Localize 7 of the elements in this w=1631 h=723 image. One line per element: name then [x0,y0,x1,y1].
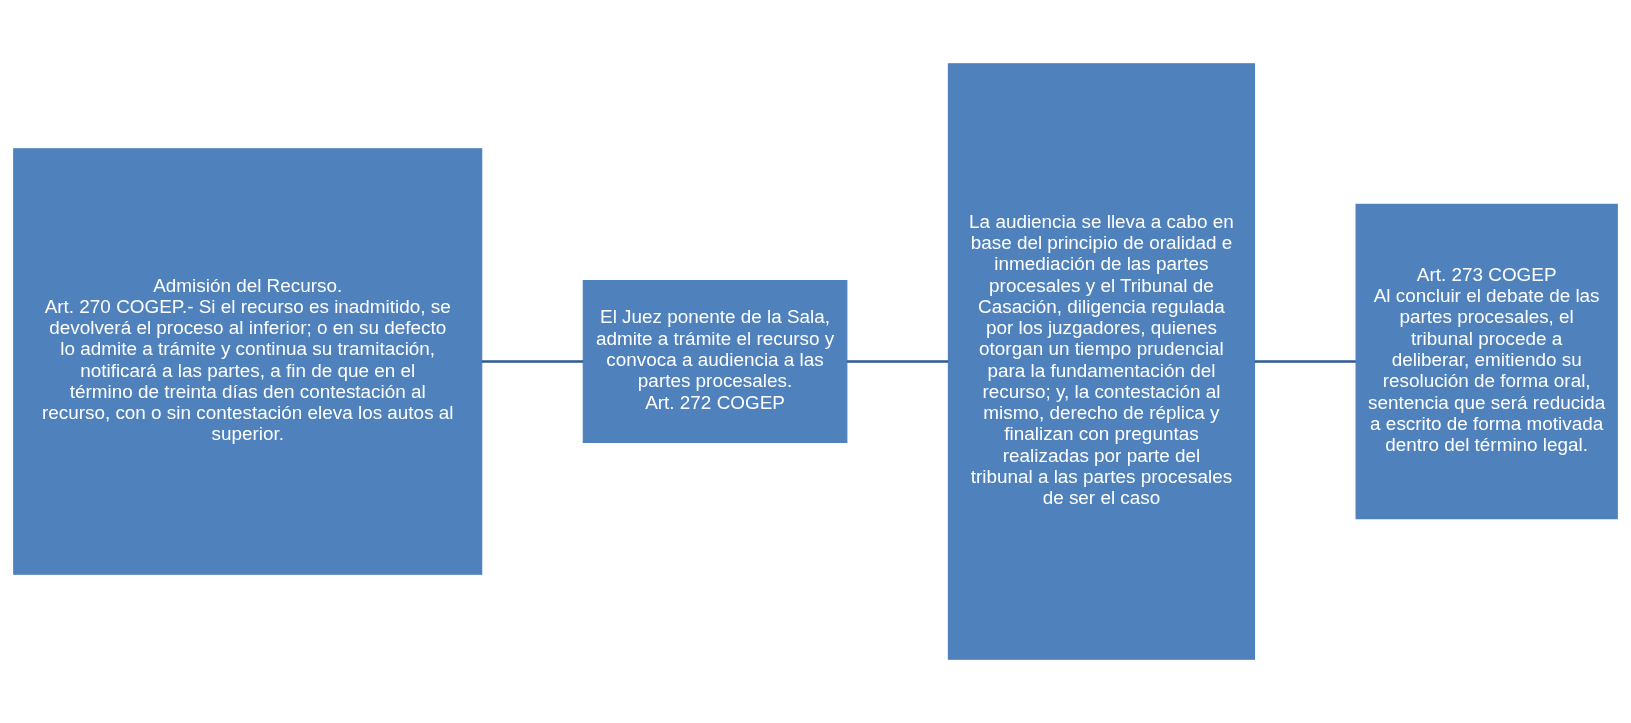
node-box: Art. 273 COGEP Al concluir el debate de las partes procesales, el tribunal procede a deliberar, emitiendo su resolución de forma oral, sentencia que será reducida a escrito de forma motivada dentro del término legal. [1355,203,1618,520]
connector [481,360,584,363]
connector [1254,360,1356,363]
connector [846,360,949,363]
node-box: Admisión del Recurso. Art. 270 COGEP.- Si el recurso es inadmitido, se devolverá el proceso al inferior; o en su defecto lo admite a trámite y continua su tramitación, notificará a las partes, a fin de que en el término de treinta días den contestación al recurso, con o sin contestación eleva los autos al superior. [13,148,483,575]
node-box: La audiencia se lleva a cabo en base del principio de oralidad e inmediación de las partes procesales y el Tribunal de Casación, diligencia regulada por los juzgadores, quienes otorgan un tiempo prudencial para la fundamentación del recurso; y, la contestación al mismo, derecho de réplica y finalizan con preguntas realizadas por parte del tribunal a las partes procesales de ser el caso [947,63,1256,660]
node-box: El Juez ponente de la Sala, admite a trámite el recurso y convoca a audiencia a las partes procesales. Art. 272 COGEP [582,279,848,444]
